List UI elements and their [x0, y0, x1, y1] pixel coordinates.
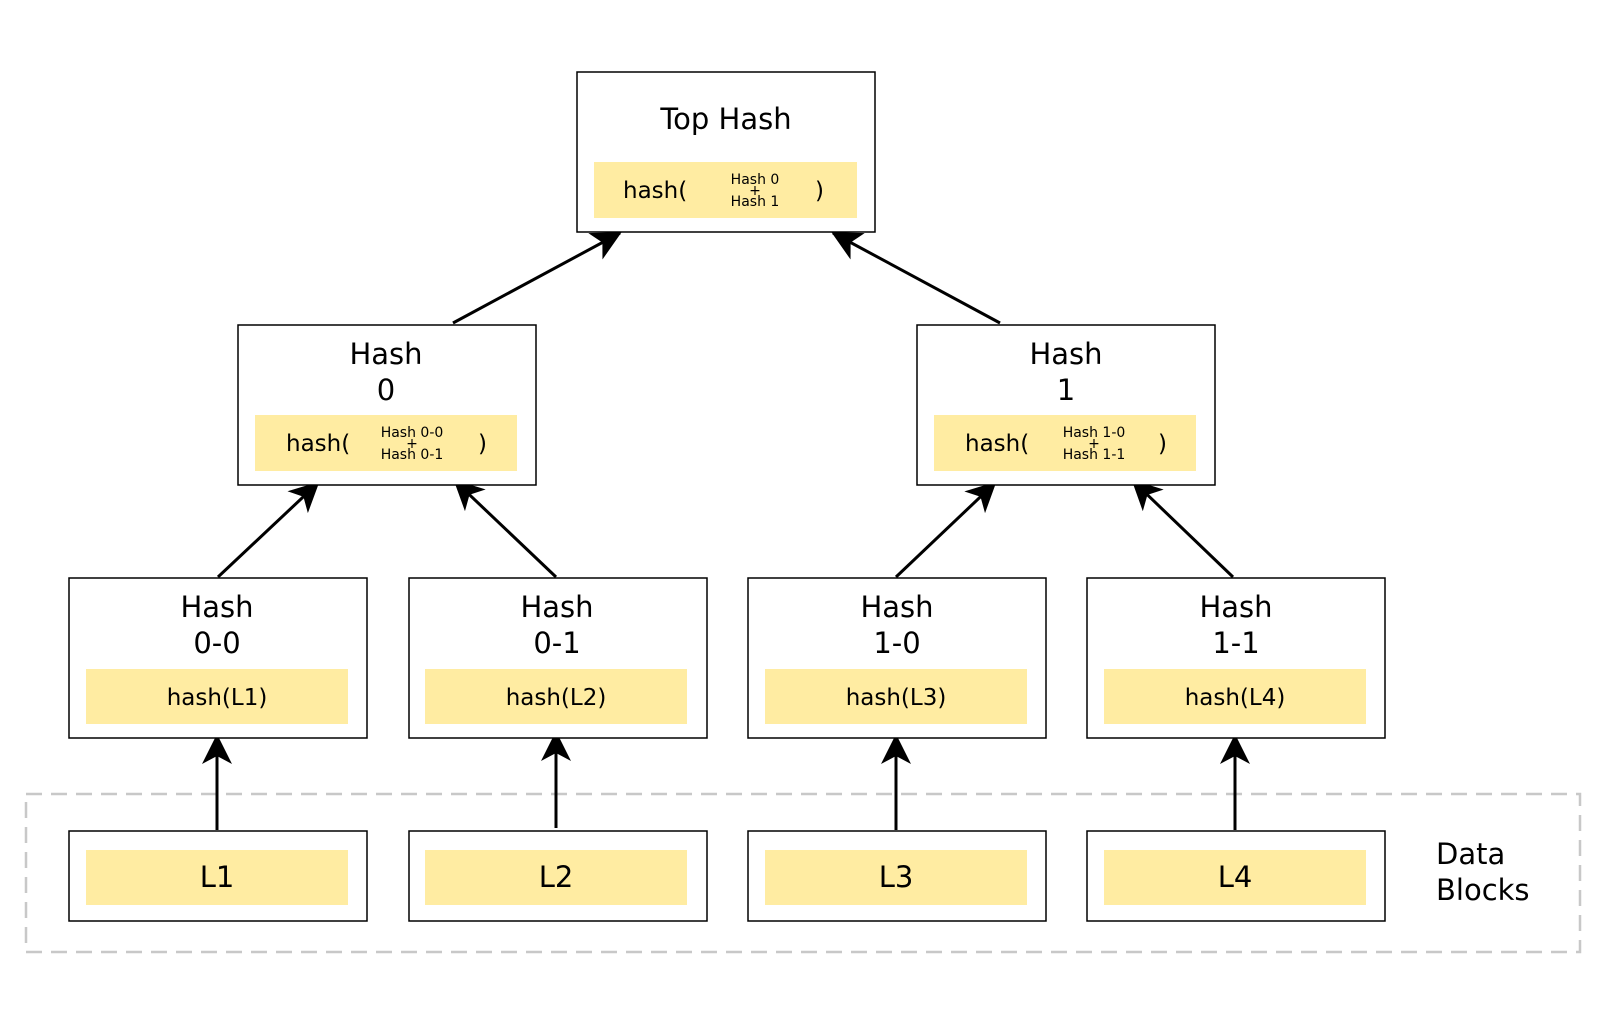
- data-blocks-region: [24, 792, 1582, 954]
- edge-hash00-to-hash0: [216, 481, 320, 579]
- hash-0-0-title-line1: Hash: [180, 590, 253, 624]
- data-block-l2-fill: [425, 850, 687, 905]
- data-block-l3-fill: [765, 850, 1027, 905]
- data-block-l4: L4: [1086, 830, 1386, 922]
- edge-hash10-to-hash1: [894, 481, 997, 579]
- hash-1-0-title-line2: 1-0: [873, 626, 920, 660]
- hash-1-0-formula-bg: [765, 669, 1027, 724]
- top-hash-title: Top Hash: [659, 102, 791, 136]
- hash-1-0-title-line1: Hash: [860, 590, 933, 624]
- hash-0-title-line2: 0: [377, 373, 395, 407]
- hash-0-1-formula: hash(L2): [506, 685, 607, 711]
- data-block-l1-fill: [86, 850, 348, 905]
- top-hash-formula-bg: [594, 162, 857, 218]
- leaf-hash-node-0-0: Hash 0-0 hash(L1): [68, 577, 368, 739]
- hash-1-plus: +: [1088, 436, 1100, 452]
- hash-1-0-formula: hash(L3): [846, 685, 947, 711]
- edge-hash0-to-top: [452, 231, 622, 325]
- hash-0-1-formula-bg: [425, 669, 687, 724]
- leaf-hash-node-1-0: Hash 1-0 hash(L3): [747, 577, 1047, 739]
- hash-1-1-title-line1: Hash: [1199, 590, 1272, 624]
- hash-0-0-title-line2: 0-0: [193, 626, 240, 660]
- edges: [202, 231, 1250, 830]
- data-block-l3-label: L3: [879, 860, 914, 894]
- data-block-l1: L1: [68, 830, 368, 922]
- hash-1-formula-bg: [934, 415, 1196, 471]
- top-hash-formula-suffix: ): [815, 178, 824, 204]
- top-hash-formula-prefix: hash(: [623, 178, 687, 204]
- hash-0-plus: +: [406, 436, 418, 452]
- hash-0-1-title-line2: 0-1: [533, 626, 580, 660]
- top-hash-plus: +: [749, 183, 761, 199]
- top-hash-input-a: Hash 0: [731, 172, 780, 188]
- hash-0-0-formula-bg: [86, 669, 348, 724]
- hash-1-node: Hash 1 hash( Hash 1-0 + Hash 1-1 ): [916, 324, 1216, 486]
- hash-1-title-line1: Hash: [1029, 337, 1102, 371]
- hash-0-1-title-line1: Hash: [520, 590, 593, 624]
- data-blocks-label-line1: Data: [1436, 837, 1505, 871]
- leaf-hash-node-0-1: Hash 0-1 hash(L2): [408, 577, 708, 739]
- top-hash-input-b: Hash 1: [731, 194, 780, 210]
- hash-1-formula-prefix: hash(: [965, 431, 1029, 457]
- hash-0-formula-prefix: hash(: [286, 431, 350, 457]
- hash-1-input-b: Hash 1-1: [1063, 447, 1126, 463]
- leaf-hash-node-1-1: Hash 1-1 hash(L4): [1086, 577, 1386, 739]
- edge-hash11-to-hash1: [1131, 479, 1235, 579]
- top-hash-node: Top Hash hash( Hash 0 + Hash 1 ): [576, 71, 876, 233]
- data-block-l4-label: L4: [1218, 860, 1253, 894]
- hash-0-formula-suffix: ): [478, 431, 487, 457]
- data-blocks-label-line2: Blocks: [1436, 873, 1530, 907]
- hash-1-1-title-line2: 1-1: [1212, 626, 1259, 660]
- hash-0-formula-bg: [255, 415, 517, 471]
- hash-1-title-line2: 1: [1057, 373, 1075, 407]
- data-block-l3: L3: [747, 830, 1047, 922]
- data-block-l4-fill: [1104, 850, 1366, 905]
- hash-1-1-formula: hash(L4): [1185, 685, 1286, 711]
- data-block-l2: L2: [408, 830, 708, 922]
- hash-0-input-a: Hash 0-0: [381, 425, 444, 441]
- data-block-l1-label: L1: [200, 860, 235, 894]
- hash-1-1-formula-bg: [1104, 669, 1366, 724]
- data-block-l2-label: L2: [539, 860, 574, 894]
- hash-1-formula-suffix: ): [1158, 431, 1167, 457]
- hash-0-title-line1: Hash: [349, 337, 422, 371]
- edge-hash1-to-top: [831, 231, 1001, 325]
- hash-0-node: Hash 0 hash( Hash 0-0 + Hash 0-1 ): [237, 324, 537, 486]
- hash-0-0-formula: hash(L1): [167, 685, 268, 711]
- hash-0-input-b: Hash 0-1: [381, 447, 444, 463]
- hash-1-input-a: Hash 1-0: [1063, 425, 1126, 441]
- edge-hash01-to-hash0: [453, 479, 558, 579]
